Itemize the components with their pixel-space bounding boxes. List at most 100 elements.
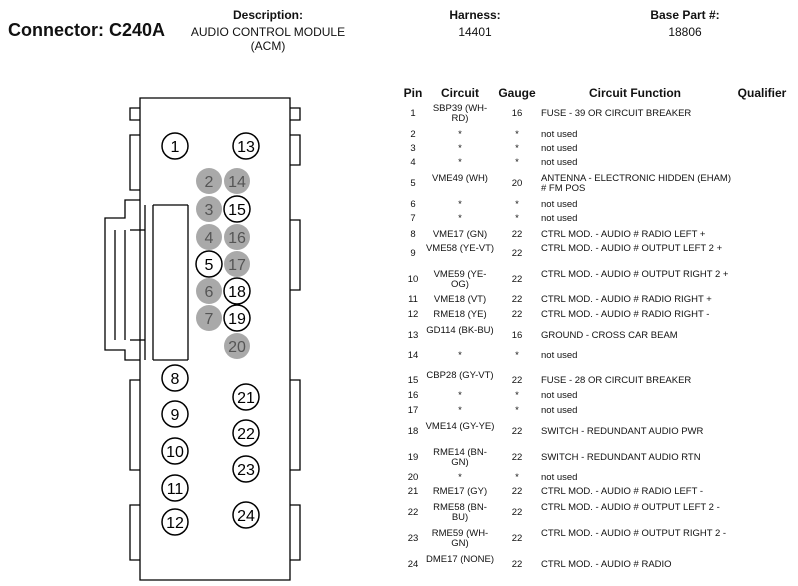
pin-22-label: 22 (237, 426, 255, 443)
table-cell-pin: 22 (407, 507, 419, 518)
table-cell-pin: 2 (410, 129, 416, 140)
table-cell-circuit: * (458, 390, 462, 401)
table-cell-function: not used (541, 143, 578, 154)
table-cell-function: CTRL MOD. - AUDIO # OUTPUT LEFT 2 - (541, 502, 720, 513)
pin-11-label: 11 (167, 481, 184, 498)
pin-13-label: 13 (237, 139, 255, 156)
table-cell-function: CTRL MOD. - AUDIO # RADIO RIGHT + (541, 294, 712, 305)
table-cell-circuit: * (458, 129, 462, 140)
table-cell-function: CTRL MOD. - AUDIO # RADIO LEFT - (541, 486, 704, 497)
table-cell-function: CTRL MOD. - AUDIO # OUTPUT RIGHT 2 - (541, 528, 727, 539)
pin-18-label: 18 (228, 284, 246, 301)
table-cell-pin: 8 (410, 229, 416, 240)
table-cell-pin: 17 (407, 405, 419, 416)
pin-14-label: 14 (228, 174, 246, 191)
pin-2-label: 2 (205, 174, 214, 191)
table-cell-function: SWITCH - REDUNDANT AUDIO PWR (541, 426, 704, 437)
table-cell-pin: 1 (410, 108, 416, 119)
table-cell-gauge: 20 (511, 178, 523, 189)
pin-5-label: 5 (205, 257, 214, 274)
pin-7-circle (196, 305, 222, 331)
table-cell-gauge: 22 (511, 507, 523, 518)
base-part-label: Base Part #: (650, 8, 720, 22)
pin-3-label: 3 (205, 202, 214, 219)
table-cell-pin: 11 (408, 294, 418, 305)
column-header-circuit-function: Circuit Function (589, 86, 681, 100)
table-cell-gauge: * (515, 129, 519, 140)
table-cell-function: ANTENNA - ELECTRONIC HIDDEN (EHAM) # FM … (541, 173, 732, 194)
table-cell-gauge: 22 (511, 486, 523, 497)
table-cell-gauge: 22 (511, 559, 523, 570)
table-cell-function: FUSE - 28 OR CIRCUIT BREAKER (541, 375, 692, 386)
pin-23-label: 23 (237, 462, 255, 479)
table-cell-function: not used (541, 390, 578, 401)
table-cell-gauge: 22 (511, 274, 523, 285)
pin-6-label: 6 (205, 284, 214, 301)
table-cell-pin: 9 (410, 248, 416, 259)
base-part-value: 18806 (668, 25, 702, 39)
table-cell-circuit: RME59 (WH-GN) (431, 528, 489, 549)
table-cell-circuit: GD114 (BK-BU) (426, 325, 494, 336)
pin-9-label: 9 (171, 407, 180, 424)
pin-3-circle (196, 196, 222, 222)
pin-14-circle (224, 168, 250, 194)
pin-4-circle (196, 224, 222, 250)
table-cell-function: not used (541, 199, 578, 210)
table-cell-circuit: SBP39 (WH-RD) (432, 103, 488, 124)
pin-11-circle (161, 474, 189, 502)
pin-17-circle (224, 251, 250, 277)
table-cell-function: CTRL MOD. - AUDIO # RADIO LEFT + (541, 229, 706, 240)
table-cell-gauge: 22 (511, 375, 523, 386)
harness-label: Harness: (449, 8, 501, 22)
pin-18-circle (223, 277, 251, 305)
table-cell-gauge: 22 (511, 229, 523, 240)
pin-15-label: 15 (228, 202, 246, 219)
pin-24-label: 24 (237, 508, 255, 525)
table-cell-circuit: * (458, 157, 462, 168)
pin-4-label: 4 (205, 230, 214, 247)
table-cell-circuit: VME18 (VT) (433, 294, 487, 305)
table-cell-circuit: * (458, 472, 462, 483)
table-cell-pin: 23 (407, 533, 419, 544)
pin-10-circle (161, 437, 189, 465)
table-cell-function: SWITCH - REDUNDANT AUDIO RTN (541, 452, 701, 463)
column-header-pin: Pin (403, 86, 423, 100)
pin-22-circle (232, 419, 260, 447)
table-cell-function: not used (541, 350, 578, 361)
table-cell-pin: 14 (407, 350, 419, 361)
table-cell-circuit: * (458, 350, 462, 361)
table-cell-pin: 20 (407, 472, 419, 483)
table-cell-circuit: VME14 (GY-YE) (425, 421, 495, 432)
pin-12-label: 12 (166, 515, 184, 532)
table-cell-circuit: * (458, 143, 462, 154)
table-cell-circuit: RME14 (BN-GN) (433, 447, 487, 468)
table-cell-circuit: VME58 (YE-VT) (425, 243, 495, 254)
table-cell-function: CTRL MOD. - AUDIO # OUTPUT LEFT 2 + (541, 243, 723, 254)
table-cell-function: CTRL MOD. - AUDIO # RADIO (541, 559, 672, 570)
pin-13-circle (232, 132, 260, 160)
table-cell-gauge: * (515, 405, 519, 416)
pin-12-circle (161, 508, 189, 536)
pin-15-circle (223, 195, 251, 223)
table-cell-pin: 5 (410, 178, 416, 189)
description-label: Description: (232, 8, 303, 22)
table-cell-function: not used (541, 405, 578, 416)
column-header-gauge: Gauge (498, 86, 536, 100)
table-cell-pin: 24 (407, 559, 419, 570)
table-cell-circuit: * (458, 199, 462, 210)
table-cell-function: GROUND - CROSS CAR BEAM (541, 330, 678, 341)
pin-8-label: 8 (171, 371, 180, 388)
pin-9-circle (161, 400, 189, 428)
table-cell-pin: 18 (407, 426, 419, 437)
pin-24-circle (232, 501, 260, 529)
table-cell-pin: 4 (410, 157, 416, 168)
column-header-circuit: Circuit (440, 86, 479, 100)
table-cell-function: CTRL MOD. - AUDIO # RADIO RIGHT - (541, 309, 710, 320)
table-cell-pin: 21 (407, 486, 419, 497)
pin-19-label: 19 (228, 311, 246, 328)
table-cell-gauge: 22 (511, 309, 523, 320)
table-cell-circuit: * (458, 213, 462, 224)
pin-2-circle (196, 168, 222, 194)
